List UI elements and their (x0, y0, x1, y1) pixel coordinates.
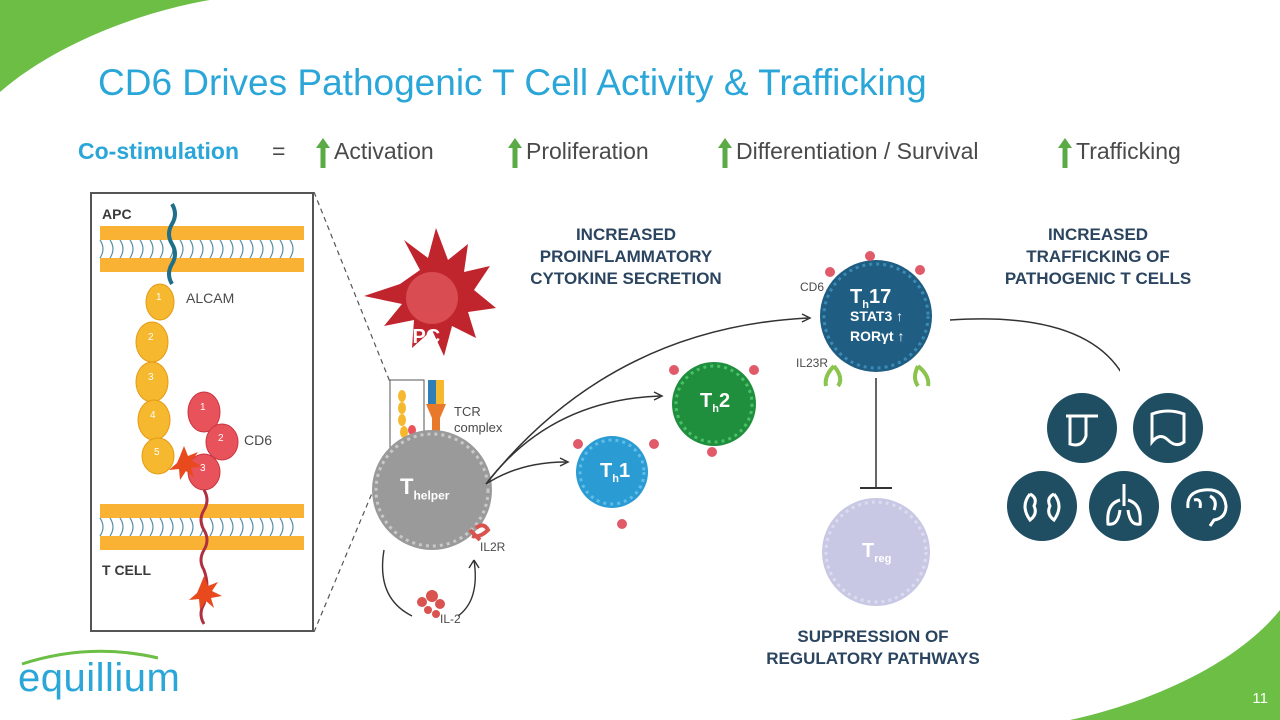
cd6-domain-2: 2 (218, 433, 224, 444)
treg-cell (822, 498, 930, 606)
il2r-label: IL2R (480, 540, 506, 554)
th17-cd6-label: CD6 (800, 280, 825, 294)
th2-label: Th2 (700, 390, 731, 415)
th17-il23r-label: IL23R (796, 356, 829, 370)
th17-cell (820, 260, 932, 372)
bottom-right-green-swoosh (1070, 610, 1280, 720)
apc-cell-label: APC (398, 326, 441, 348)
lungs-icon (1089, 471, 1159, 541)
th17-label: Th17 (850, 286, 892, 311)
top-left-green-swoosh (0, 0, 210, 92)
up-arrow-icon (1058, 138, 1072, 168)
thelper-label: Thelper (400, 474, 450, 503)
alcam-label: ALCAM (186, 290, 235, 306)
alcam-chain (135, 283, 175, 475)
treg-label: Treg (862, 540, 892, 565)
up-arrow-icon (718, 138, 732, 168)
signal-burst-icon (189, 576, 222, 610)
tcr-label-line2: complex (454, 420, 503, 435)
th17-stat3: STAT3 ↑ (850, 308, 904, 324)
equillium-logo: equillium (18, 656, 181, 700)
th17-ror: RORγt ↑ (850, 328, 905, 344)
costim-label: Co-stimulation (78, 138, 239, 164)
kidney-icon (1007, 471, 1077, 541)
tcr-label-line1: TCR (454, 404, 481, 419)
cd6-domain-3: 3 (200, 463, 206, 474)
membrane-diagram (99, 202, 304, 625)
equals-sign: = (272, 138, 286, 164)
up-arrow-icon (316, 138, 330, 168)
il2-label: IL-2 (440, 612, 461, 626)
synapse-detail-panel: APC ALCAM CD6 T CELL 1 2 3 4 5 1 2 3 (90, 192, 314, 632)
costim-trafficking: Trafficking (1076, 138, 1181, 164)
brain-icon (1171, 471, 1241, 541)
skin-icon (1047, 393, 1117, 463)
alcam-domain-3: 3 (148, 372, 154, 383)
equillium-logo-swoosh (21, 649, 159, 666)
costim-differentiation: Differentiation / Survival (736, 138, 979, 164)
alcam-domain-4: 4 (150, 410, 156, 421)
tcell-membrane (99, 504, 304, 550)
alcam-domain-1: 1 (156, 292, 162, 303)
alcam-domain-5: 5 (154, 447, 160, 458)
costim-proliferation: Proliferation (526, 138, 649, 164)
th1-label: Th1 (600, 460, 631, 485)
page-title: CD6 Drives Pathogenic T Cell Activity & … (98, 62, 927, 103)
th1-cell (576, 436, 648, 508)
apc-label: APC (102, 206, 132, 222)
costim-activation: Activation (334, 138, 434, 164)
thelper-cell (372, 430, 492, 550)
intestine-icon (1133, 393, 1203, 463)
up-arrow-icon (508, 138, 522, 168)
pathway-diagram (364, 228, 1120, 618)
signal-burst-icon (169, 446, 202, 480)
alcam-domain-2: 2 (148, 332, 154, 343)
page-number: 11 (1252, 690, 1268, 707)
apc-membrane (99, 226, 304, 272)
cd6-domain-1: 1 (200, 402, 206, 413)
th2-cell (672, 362, 756, 446)
tcell-label: T CELL (102, 562, 151, 578)
cd6-label: CD6 (244, 432, 273, 448)
